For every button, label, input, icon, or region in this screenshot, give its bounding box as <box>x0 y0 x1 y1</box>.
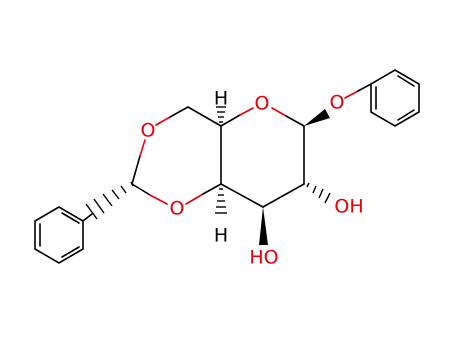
wedge-bond-c3-oh <box>259 207 268 245</box>
h-atom-top: H <box>214 88 228 110</box>
dioxane-ring <box>131 106 222 205</box>
o-atom-dioxane-bottom: O <box>170 198 185 220</box>
phenyl-left <box>34 206 84 264</box>
phenyl-right <box>370 69 420 127</box>
wedge-bond-anomeric-o <box>304 109 330 126</box>
hash-bond-h-top <box>216 106 226 123</box>
hash-bond-h-bottom <box>215 188 227 214</box>
o-atom-ring: O <box>255 93 270 115</box>
pyranose-ring <box>220 107 305 208</box>
hash-bond-c2-oh <box>306 182 331 204</box>
o-atom-phenoxy: O <box>330 92 345 114</box>
h-atom-bottom: H <box>214 225 228 247</box>
o-atom-dioxane-top: O <box>141 120 156 142</box>
oh-group-right: OH <box>334 196 363 218</box>
hash-bond-acetal-phenyl <box>85 181 134 220</box>
oh-group-bottom: HO <box>249 247 278 269</box>
